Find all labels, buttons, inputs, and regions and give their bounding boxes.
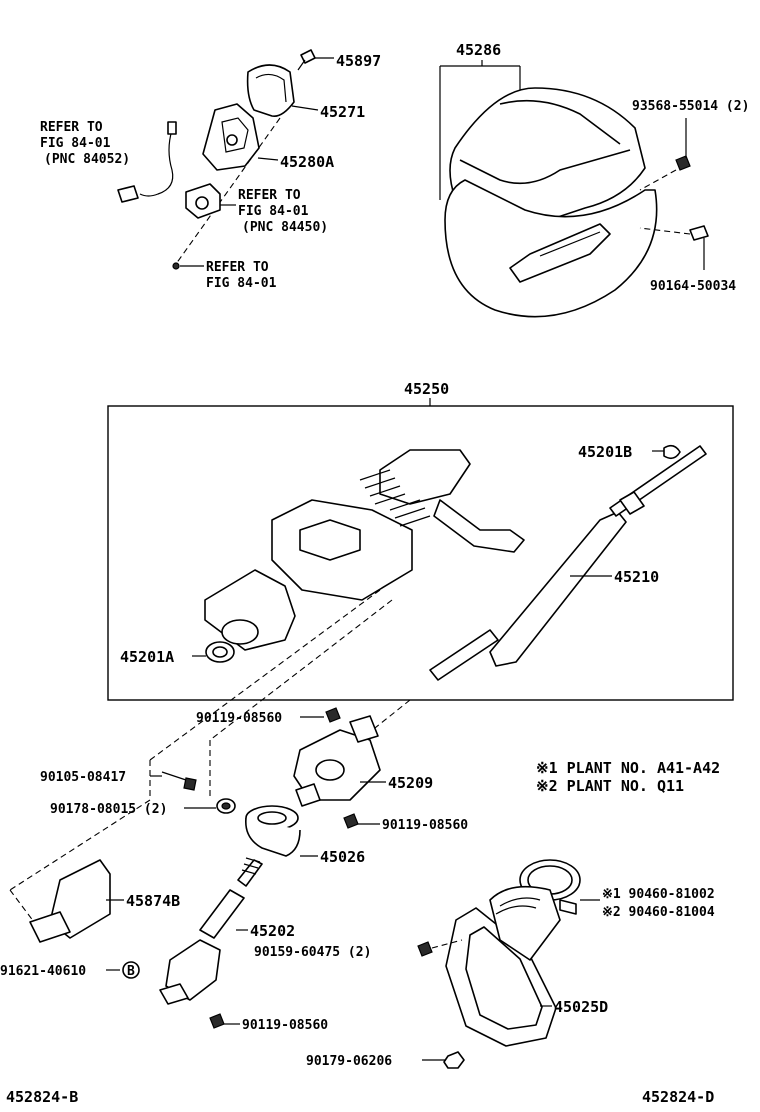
part-90178-nut [184, 798, 236, 814]
part-45025D-boot-plate [445, 885, 561, 1047]
refer1-line1: REFER TO [40, 120, 103, 135]
refer3-line2: FIG 84-01 [206, 276, 277, 291]
refer1-line3: (PNC 84052) [44, 152, 130, 167]
part-45201B-clip [652, 444, 681, 460]
part-45271-cover [246, 64, 319, 118]
part-90119-mid-bolt [343, 813, 380, 829]
label-90178: 90178-08015 (2) [50, 802, 167, 817]
part-small-screw [172, 262, 204, 270]
footer-left-code: 452824-B [6, 1088, 78, 1106]
refer2-line1: REFER TO [238, 188, 301, 203]
label-90119-mid: 90119-08560 [382, 818, 468, 833]
label-45250: 45250 [404, 380, 449, 398]
part-wire-harness [117, 121, 177, 203]
label-45897: 45897 [336, 52, 381, 70]
part-45201A-bushing [192, 641, 235, 663]
part-45209-joint [293, 715, 386, 807]
note-plant-2: ※2 PLANT NO. Q11 [536, 777, 684, 795]
note-plant-1: ※1 PLANT NO. A41-A42 [536, 759, 720, 777]
label-90179: 90179-06206 [306, 1054, 392, 1069]
part-ignition-switch [185, 183, 236, 219]
label-90460-2: ※2 90460-81004 [602, 905, 715, 920]
frame-45250 [107, 405, 734, 701]
circle-b-mark: B [127, 964, 135, 979]
label-90164: 90164-50034 [650, 279, 736, 294]
part-45286-column-cover [444, 87, 658, 318]
label-45026: 45026 [320, 848, 365, 866]
part-91621-bolt [106, 961, 140, 979]
label-45209: 45209 [388, 774, 433, 792]
label-45201A: 45201A [120, 648, 174, 666]
part-93568-screw [639, 118, 691, 191]
part-45280A-switch [202, 103, 279, 171]
label-45201B: 45201B [578, 443, 632, 461]
label-45280A: 45280A [280, 153, 334, 171]
part-90119-bot-bolt [209, 1013, 240, 1029]
label-90105: 90105-08417 [40, 770, 126, 785]
label-90159: 90159-60475 (2) [254, 945, 371, 960]
label-45874B: 45874B [126, 892, 180, 910]
refer2-line3: (PNC 84450) [242, 220, 328, 235]
part-45026-boot [245, 805, 318, 857]
part-45210-shaft [429, 445, 707, 681]
label-93568: 93568-55014 (2) [632, 99, 749, 114]
label-90119-bot: 90119-08560 [242, 1018, 328, 1033]
label-45202: 45202 [250, 922, 295, 940]
part-90105-bolt [150, 771, 197, 791]
label-45286: 45286 [456, 41, 501, 59]
leader-45286 [439, 60, 521, 200]
part-90119-top-bolt [300, 707, 341, 723]
part-45874B-bracket [29, 859, 124, 943]
refer3-line1: REFER TO [206, 260, 269, 275]
label-45025D: 45025D [554, 998, 608, 1016]
label-90460-1: ※1 90460-81002 [602, 887, 715, 902]
part-90164-screw [639, 225, 709, 270]
label-90119-top: 90119-08560 [196, 711, 282, 726]
footer-right-code: 452824-D [642, 1088, 714, 1106]
refer2-line2: FIG 84-01 [238, 204, 309, 219]
part-90159-bolt [417, 939, 463, 957]
refer1-line2: FIG 84-01 [40, 136, 111, 151]
label-45210: 45210 [614, 568, 659, 586]
part-45202-intermediate-shaft [159, 857, 263, 1005]
part-column-body [204, 449, 525, 651]
part-90179-nut [422, 1051, 465, 1069]
label-91621: 91621-40610 [0, 964, 86, 979]
part-45897-screw [297, 49, 334, 71]
label-45271: 45271 [320, 103, 365, 121]
